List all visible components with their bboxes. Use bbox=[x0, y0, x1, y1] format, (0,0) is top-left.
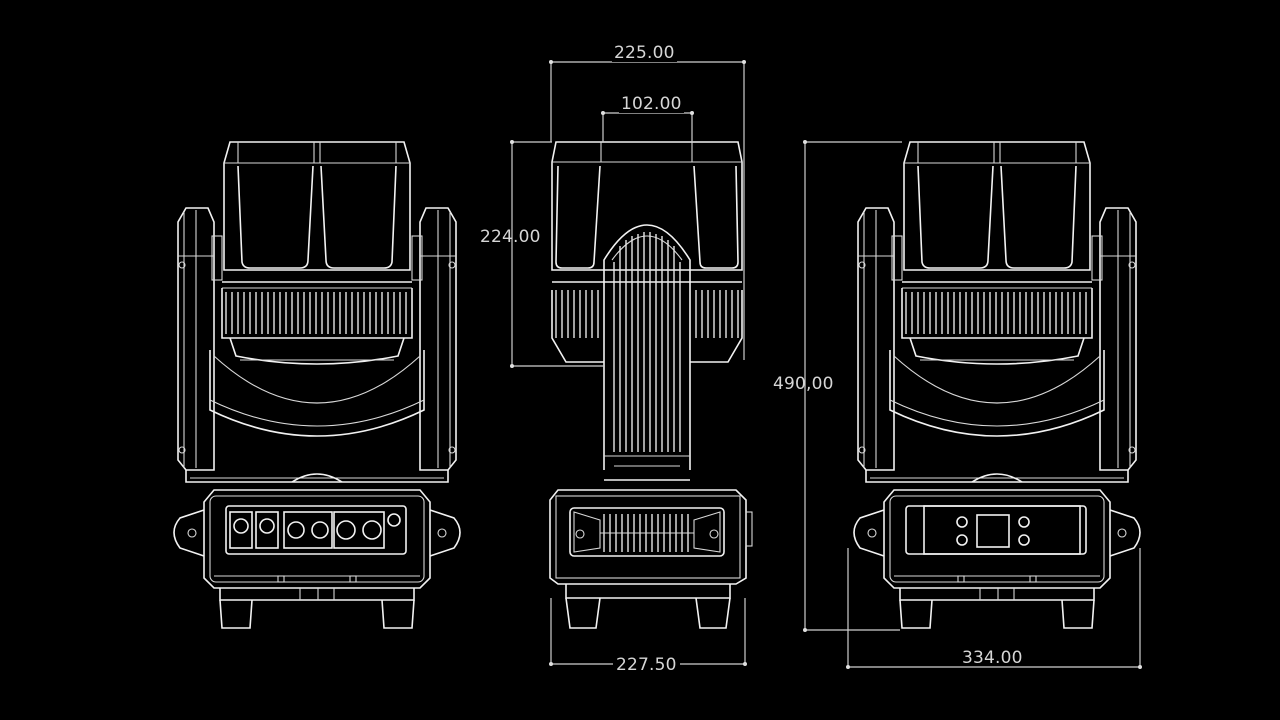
dimension-head-height-label: 224.00 bbox=[480, 227, 541, 247]
side-view bbox=[549, 141, 753, 629]
dimension-base-width-label: 334.00 bbox=[962, 648, 1023, 668]
dimension-base-depth-label: 227.50 bbox=[613, 656, 680, 674]
display-panel bbox=[905, 505, 1087, 555]
front-view bbox=[173, 141, 461, 629]
dimension-overall-width-label: 225.00 bbox=[612, 43, 677, 63]
dimension-arm-width-label: 102.00 bbox=[619, 94, 684, 114]
back-view bbox=[853, 141, 1141, 629]
dimension-lines bbox=[510, 60, 1142, 669]
connector-panel bbox=[225, 505, 407, 555]
dimension-overall-height-label: 490,00 bbox=[773, 374, 834, 394]
